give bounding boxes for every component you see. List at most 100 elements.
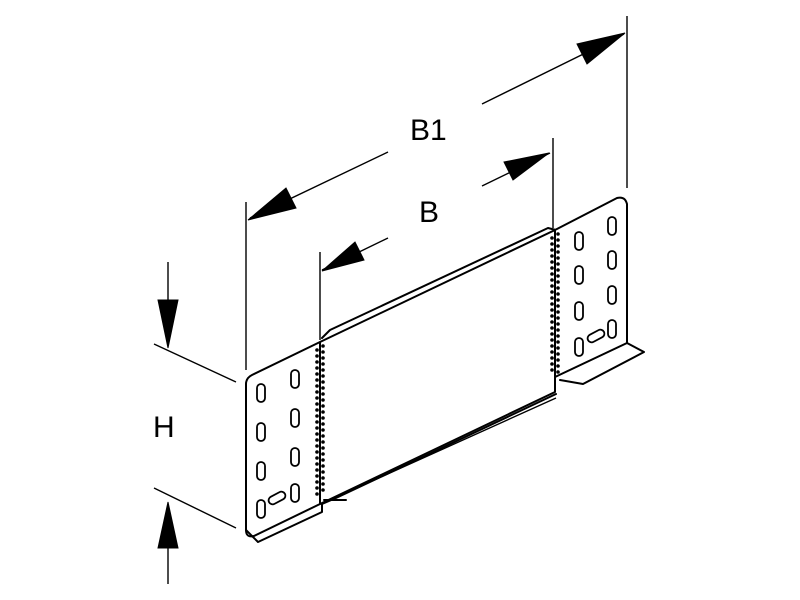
perforation-dot — [321, 434, 325, 438]
perforation-dot — [321, 374, 325, 378]
perforation-dot — [321, 488, 325, 492]
dimension-b: B — [319, 138, 554, 340]
b-left-arrowhead — [321, 241, 365, 272]
perforation-dot — [550, 344, 554, 348]
perforation-dot — [550, 332, 554, 336]
perforation-dot — [321, 386, 325, 390]
perforation-dot — [321, 344, 325, 348]
center-plate — [319, 227, 557, 505]
perforation-dot — [556, 274, 560, 278]
perforation-dot — [315, 396, 319, 400]
perforation-dot — [550, 314, 554, 318]
perforation-dot — [321, 428, 325, 432]
perforation-dot — [550, 308, 554, 312]
perforation-dot — [321, 476, 325, 480]
perforation-dot — [550, 338, 554, 342]
right-end-plate — [554, 196, 645, 385]
perforation-dot — [321, 368, 325, 372]
perforation-dot — [315, 360, 319, 364]
left-plate-slots — [256, 369, 300, 519]
perforation-dot — [556, 232, 560, 236]
perforation-dot — [550, 260, 554, 264]
perforation-dot — [315, 426, 319, 430]
perforation-dot — [550, 236, 554, 240]
perforation-dot — [315, 456, 319, 460]
perforation-dot — [556, 292, 560, 296]
perforation-dot — [321, 452, 325, 456]
perforation-dot — [550, 254, 554, 258]
perforation-dot — [321, 404, 325, 408]
perforation-dot — [321, 458, 325, 462]
b1-right-arrowhead — [576, 32, 626, 65]
perforation-dot — [315, 468, 319, 472]
perforation-dot — [556, 352, 560, 356]
perforation-dot — [315, 450, 319, 454]
perforation-dot — [550, 326, 554, 330]
b-right-arrowhead — [503, 152, 550, 181]
perforation-dot — [315, 348, 319, 352]
perforation-dot — [550, 248, 554, 252]
h-bottom-arrowhead — [157, 501, 179, 549]
perforation-dot — [321, 482, 325, 486]
b1-left-arrowhead — [247, 187, 297, 221]
perforation-dot — [321, 398, 325, 402]
perforation-dot — [321, 416, 325, 420]
perforation-dot — [556, 250, 560, 254]
perforation-dot — [315, 432, 319, 436]
perforation-dot — [550, 266, 554, 270]
perforation-dot — [315, 444, 319, 448]
perforation-dot — [315, 438, 319, 442]
perforation-dot — [321, 470, 325, 474]
perforation-dot — [315, 486, 319, 490]
perforation-dot — [315, 414, 319, 418]
perforation-dot — [315, 366, 319, 370]
perforation-dot — [315, 378, 319, 382]
perforation-dot — [556, 280, 560, 284]
perforation-dot — [556, 370, 560, 374]
h-label: H — [153, 411, 175, 444]
perforation-dot — [315, 402, 319, 406]
perforation-dot — [550, 350, 554, 354]
perforation-dot — [315, 420, 319, 424]
perforation-dot — [550, 290, 554, 294]
dimension-b1: B1 — [245, 16, 628, 370]
perforation-dot — [556, 310, 560, 314]
perforation-dot — [550, 356, 554, 360]
perforation-dot — [315, 408, 319, 412]
perforation-dot — [550, 368, 554, 372]
perforation-dot — [321, 446, 325, 450]
perforation-dot — [321, 440, 325, 444]
perforation-dot — [556, 268, 560, 272]
perforation-dot — [321, 464, 325, 468]
perforation-dot — [315, 384, 319, 388]
perforation-dot — [550, 272, 554, 276]
perforation-dot — [556, 286, 560, 290]
h-top-arrowhead — [157, 299, 179, 349]
perforation-dot — [321, 380, 325, 384]
perforation-dot — [315, 492, 319, 496]
dimension-h: H — [153, 262, 237, 584]
perforation-dot — [556, 346, 560, 350]
perforation-dot — [315, 390, 319, 394]
perforation-dot — [556, 358, 560, 362]
perforation-dot — [556, 328, 560, 332]
b1-label: B1 — [410, 114, 447, 147]
perforation-dot — [550, 302, 554, 306]
perforation-dot — [315, 372, 319, 376]
perforation-dot — [321, 362, 325, 366]
perforation-dot — [550, 242, 554, 246]
perforation-dot — [556, 238, 560, 242]
perforation-dot — [315, 474, 319, 478]
perforation-dot — [315, 480, 319, 484]
perforation-dot — [321, 422, 325, 426]
perforation-dot — [556, 256, 560, 260]
perforation-dot — [550, 362, 554, 366]
perforation-dot — [550, 296, 554, 300]
perforation-dot — [321, 410, 325, 414]
perforation-dot — [556, 316, 560, 320]
perforation-right — [550, 232, 560, 374]
perforation-dot — [315, 354, 319, 358]
perforation-dot — [550, 278, 554, 282]
